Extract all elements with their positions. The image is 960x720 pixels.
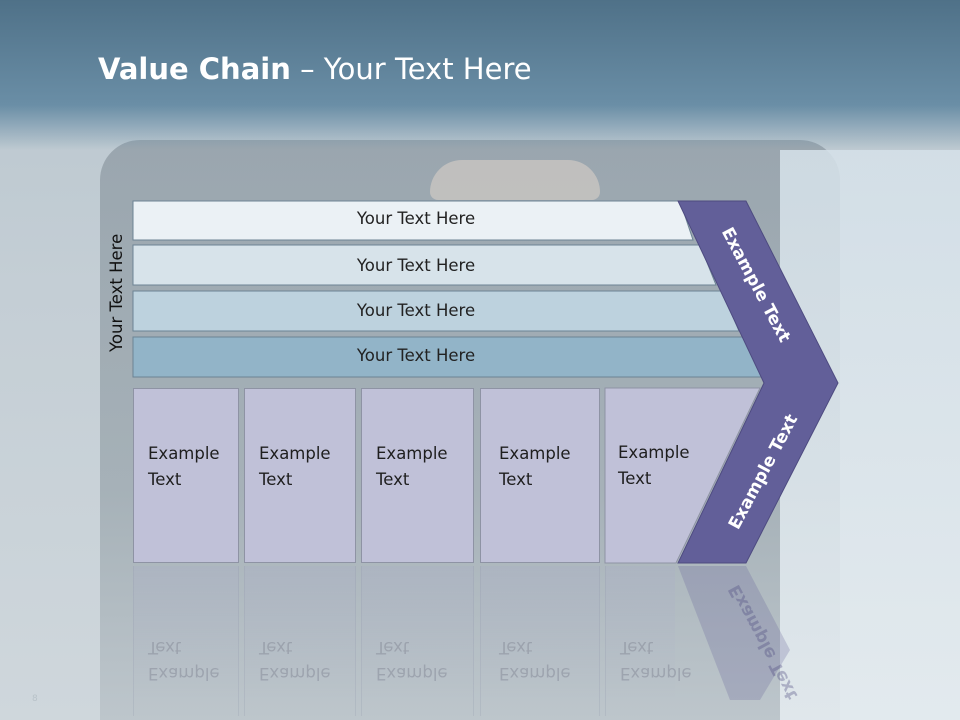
title-bold: Value Chain: [98, 52, 291, 86]
box-3-reflection: Example Text: [361, 566, 474, 716]
bar-3-label: Your Text Here: [356, 301, 476, 320]
box-2-reflection: Example Text: [244, 566, 356, 716]
box-4-line1: Example: [499, 444, 571, 463]
box-2-reflection-line2: Text: [259, 638, 293, 657]
background-hand: [430, 160, 600, 200]
page-number: 8: [32, 694, 38, 704]
box-4-line2: Text: [499, 470, 533, 489]
box-1-line2: Text: [148, 470, 182, 489]
box-5-shape: [604, 387, 761, 564]
box-2-reflection-line1: Example: [259, 664, 331, 683]
box-3-reflection-line1: Example: [376, 664, 448, 683]
box-4-reflection: Example Text: [480, 566, 600, 716]
box-5-line1: Example: [618, 443, 690, 462]
box-5-reflection-line2: Text: [620, 638, 654, 657]
bar-4-label: Your Text Here: [356, 346, 476, 365]
box-1-line1: Example: [148, 444, 220, 463]
bar-1-label: Your Text Here: [356, 209, 476, 228]
chevron-shape: [677, 200, 839, 564]
box-1-reflection-line2: Text: [148, 638, 182, 657]
bar-2-label: Your Text Here: [356, 256, 476, 275]
bar-1-shape: [132, 200, 694, 241]
box-1-reflection: Example Text: [133, 566, 239, 716]
box-5-line2: Text: [618, 469, 652, 488]
box-5-reflection: Example Text: [605, 566, 692, 716]
box-4-reflection-line2: Text: [499, 638, 533, 657]
title-rest: – Your Text Here: [290, 52, 532, 86]
box-4-reflection-line1: Example: [499, 664, 571, 683]
box-1-reflection-line1: Example: [148, 664, 220, 683]
box-5-reflection-line1: Example: [620, 664, 692, 683]
box-3-line2: Text: [376, 470, 410, 489]
slide-title: Value Chain – Your Text Here: [98, 52, 532, 86]
box-3-reflection-line2: Text: [376, 638, 410, 657]
box-3-reflection-text: Example Text: [376, 634, 448, 686]
box-2-line1: Example: [259, 444, 331, 463]
chevron-reflection: [678, 566, 790, 700]
box-2-reflection-text: Example Text: [259, 634, 331, 686]
box-5-reflection-text: Example Text: [620, 634, 692, 686]
box-4-reflection-text: Example Text: [499, 634, 571, 686]
box-2-line2: Text: [259, 470, 293, 489]
box-1-reflection-text: Example Text: [148, 634, 220, 686]
bar-2-shape: [132, 244, 717, 286]
box-3-line1: Example: [376, 444, 448, 463]
title-band: [0, 0, 960, 150]
